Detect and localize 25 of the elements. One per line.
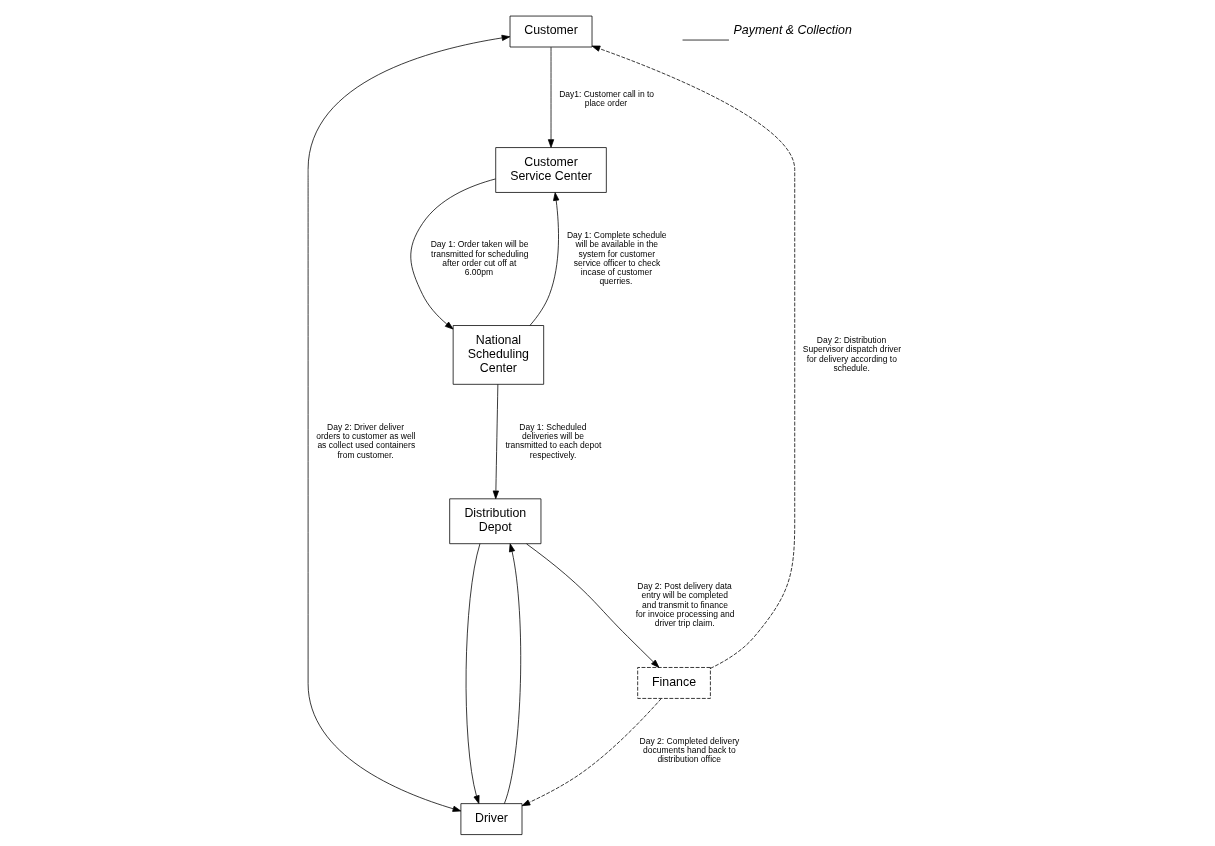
arrow	[307, 34, 511, 812]
node-box: Distribution Depot	[449, 498, 542, 545]
edge-label: Day 2: Distribution Supervisor dispatch driver for delivery according to schedule.	[802, 335, 902, 374]
arrow	[504, 543, 522, 804]
edge-label: Day 1: Scheduled deliveries will be transmitted to each depot respectively.	[505, 421, 602, 460]
edge-label: Day 1: Order taken will be transmitted for scheduling after order cut off at 6.00pm	[430, 239, 529, 278]
node-box: Customer Service Center	[495, 147, 607, 193]
edge-label: Day 1: Complete schedule will be available in the system for customer service officer to check incase of customer querries.	[566, 229, 667, 287]
arrow	[591, 45, 796, 669]
arrow	[410, 178, 496, 330]
arrow	[521, 698, 662, 807]
arrow	[526, 543, 660, 668]
edge-label: Day 2: Completed delivery documents hand back to distribution office	[639, 735, 740, 765]
edge-label: Day 2: Post delivery data entry will be completed and transmit to finance for invoice processing and driver trip claim.	[635, 581, 735, 629]
arrow	[465, 543, 481, 804]
node-box: National Scheduling Center	[452, 325, 545, 385]
node-box: Customer	[509, 15, 593, 48]
node-box: Driver	[460, 803, 523, 835]
arrow	[529, 192, 560, 326]
node-box: Finance	[637, 667, 711, 699]
arrow	[547, 46, 555, 148]
arrow	[492, 384, 499, 500]
edge-label: Day1: Customer call in to place order	[559, 89, 655, 109]
legend-label: Payment & Collection	[733, 22, 852, 37]
edge-label: Day 2: Driver deliver orders to customer as well as collect used containers from customer.	[316, 421, 416, 460]
